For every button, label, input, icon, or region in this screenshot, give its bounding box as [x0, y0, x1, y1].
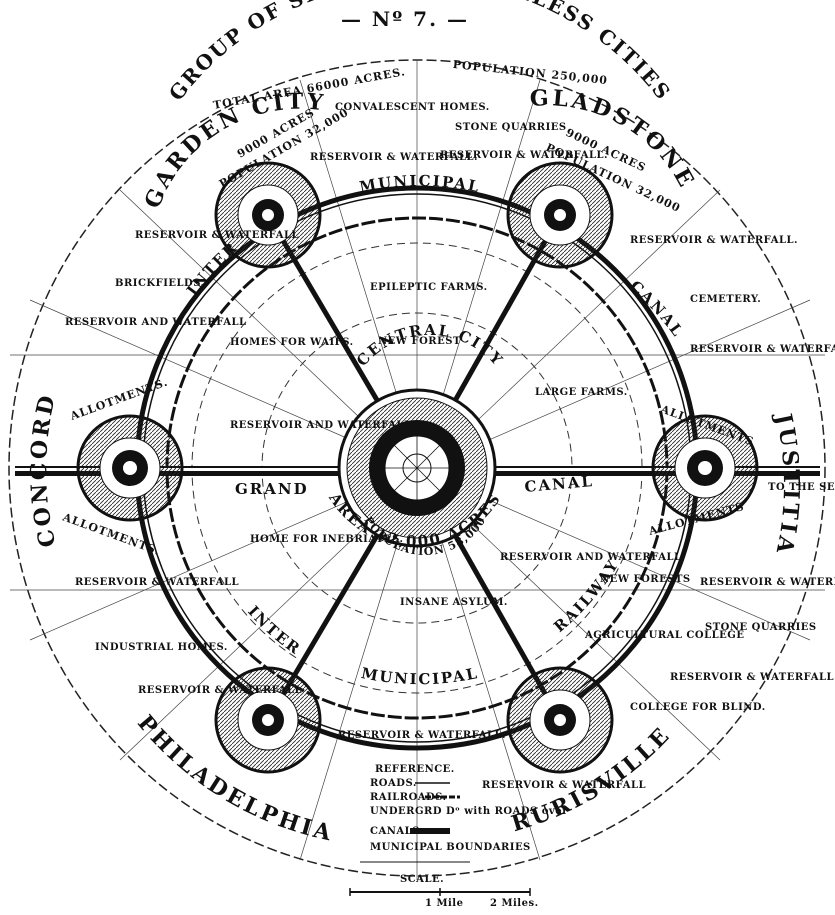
ring-label-canal-right: CANAL: [627, 277, 688, 341]
label-convalescent-homes: CONVALESCENT HOMES.: [335, 102, 490, 113]
ring-label-railway: RAILWAY: [550, 556, 622, 636]
legend-railroads: RAILROADS.: [370, 792, 447, 803]
label-agricultural-college: AGRICULTURAL COLLEGE: [584, 630, 744, 641]
label-brickfields: BRICKFIELDS.: [115, 278, 205, 289]
city-justitia: [651, 414, 759, 522]
legend-canals: CANALS: [370, 826, 420, 837]
central-city: [337, 388, 497, 548]
city-gladstone: [506, 161, 614, 269]
label-reservoir-2: RESERVOIR & WATERFALL.: [440, 150, 608, 161]
label-reservoir-10: RESERVOIR AND WATERFALL: [500, 552, 682, 563]
reference-legend: REFERENCE. ROADS. RAILROADS. UNDERGRD Dᵒ…: [360, 764, 568, 863]
legend-title: REFERENCE.: [375, 764, 455, 775]
scale-2-miles: 2 Miles.: [490, 898, 539, 909]
label-reservoir-8: RESERVOIR & WATERFALL: [700, 577, 835, 588]
label-reservoir-14: RESERVOIR & WATERFALL: [482, 780, 646, 791]
label-home-inebriates: HOME FOR INEBRIATES.: [250, 534, 403, 545]
legend-underground: UNDERGRD Dᵒ with ROADS over: [370, 806, 568, 817]
scale-title: SCALE.: [400, 874, 444, 885]
label-to-the-sea: TO THE SEA: [768, 482, 835, 493]
label-reservoir-6: RESERVOIR & WATERFALL: [690, 344, 835, 355]
label-industrial-homes: INDUSTRIAL HOMES.: [95, 642, 228, 653]
label-reservoir-4: RESERVOIR & WATERFALL.: [630, 235, 798, 246]
grand-canal-label-left: GRAND: [235, 480, 309, 498]
ring-label-inter-bottom: INTER: [244, 602, 304, 658]
label-homes-waifs: HOMES FOR WAIFS.: [230, 337, 354, 348]
label-stone-quarries-right: STONE QUARRIES: [705, 622, 817, 633]
city-concord: [76, 414, 184, 522]
label-insane-asylum: INSANE ASYLUM.: [400, 597, 508, 608]
legend-municipal-boundaries: MUNICIPAL BOUNDARIES: [370, 842, 531, 853]
label-reservoir-13: RESERVOIR & WATERFALL.: [338, 730, 506, 741]
label-stone-quarries-top: STONE QUARRIES: [455, 122, 567, 133]
label-reservoir-3: RESERVOIR & WATERFALL: [135, 230, 299, 241]
label-new-forest: NEW FOREST: [378, 336, 461, 347]
label-reservoir-9: RESERVOIR AND WATERFALL.: [230, 420, 416, 431]
total-population: POPULATION 250,000: [452, 58, 608, 87]
label-epileptic-farms: EPILEPTIC FARMS.: [370, 282, 488, 293]
legend-roads: ROADS.: [370, 778, 417, 789]
label-new-forests: NEW FORESTS: [600, 574, 691, 585]
label-reservoir-12: RESERVOIR & WATERFALL: [138, 685, 302, 696]
label-reservoir-7: RESERVOIR & WATERFALL: [75, 577, 239, 588]
ring-label-municipal-top: MUNICIPAL: [358, 172, 482, 197]
ring-label-municipal-bottom: MUNICIPAL: [360, 664, 480, 688]
label-cemetery: CEMETERY.: [690, 294, 761, 305]
plate-number: — Nº 7. —: [341, 7, 469, 31]
city-philadelphia: [214, 666, 322, 774]
label-reservoir-11: RESERVOIR & WATERFALL: [670, 672, 834, 683]
label-reservoir-1: RESERVOIR & WATERFALL.: [310, 152, 478, 163]
city-garden-city: [214, 161, 322, 269]
city-rurisville: [506, 666, 614, 774]
label-large-farms: LARGE FARMS.: [535, 387, 628, 398]
grand-canal-label-right: CANAL: [524, 472, 595, 496]
scale-1-mile: 1 Mile: [425, 898, 463, 909]
label-reservoir-5: RESERVOIR AND WATERFALL: [65, 317, 247, 328]
label-college-blind: COLLEGE FOR BLIND.: [630, 702, 766, 713]
scale-bar: SCALE. 1 Mile 2 Miles.: [349, 874, 539, 909]
ring-label-inter-top: INTER: [183, 238, 242, 299]
